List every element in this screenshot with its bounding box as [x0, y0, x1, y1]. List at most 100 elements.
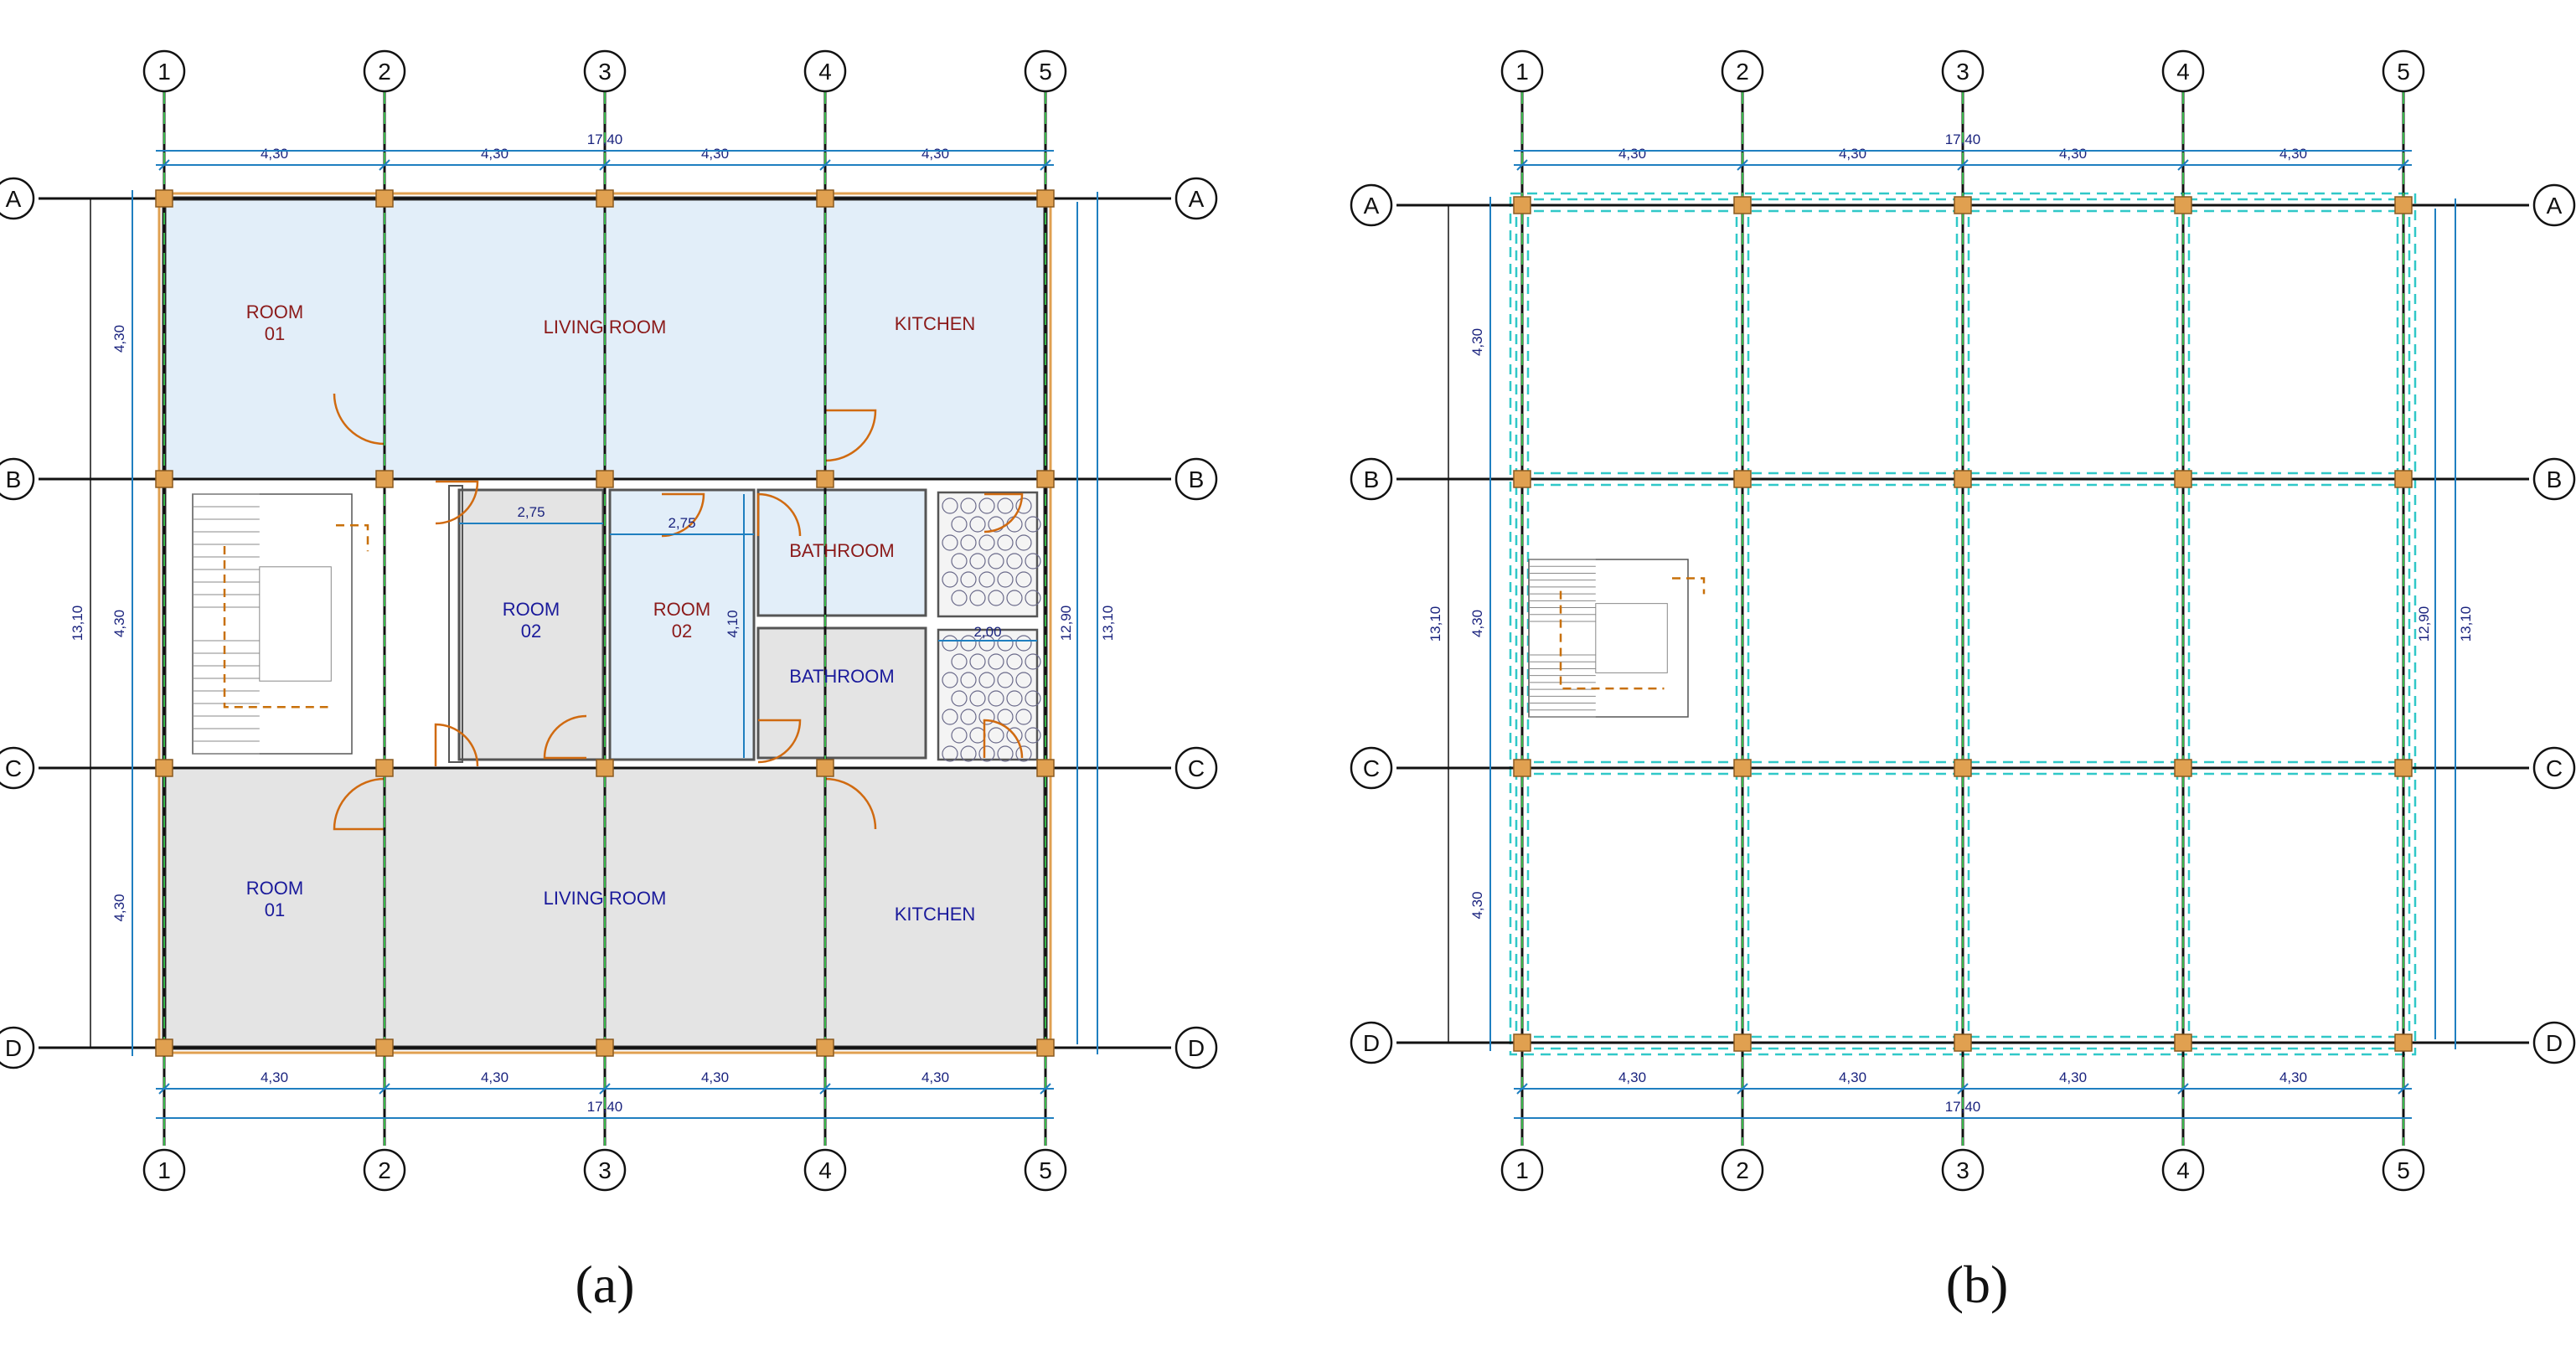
- room-label: ROOM: [246, 301, 303, 322]
- lattice-circle: [960, 709, 977, 725]
- grid-bubble-col-1: [1500, 49, 1544, 93]
- grid-bubble-row-C: [0, 746, 35, 790]
- dimension-tick: [158, 159, 170, 171]
- lattice-circle: [988, 516, 1004, 533]
- structural-column: [1036, 759, 1055, 777]
- structural-column: [2394, 759, 2413, 777]
- lattice-circle: [1015, 534, 1032, 551]
- structural-column: [1954, 470, 1972, 488]
- structural-column: [596, 1038, 614, 1057]
- structural-column: [1954, 1033, 1972, 1052]
- grid-label-col-4: 4: [2176, 1157, 2190, 1183]
- structural-column: [816, 759, 834, 777]
- structural-column: [1954, 759, 1972, 777]
- grid-bubble-col-5: [2382, 49, 2425, 93]
- grid-label-col-4: 4: [818, 1157, 832, 1183]
- lattice-circle: [1006, 653, 1023, 670]
- grid-bubble-col-1: [1500, 1148, 1544, 1192]
- room-area: [457, 488, 605, 761]
- door-swing: [983, 719, 1024, 759]
- lattice-circle: [942, 709, 958, 725]
- dimension-tick: [2398, 1083, 2409, 1095]
- grid-label-col-2: 2: [1736, 59, 1749, 85]
- dimension-span-label: 4,30: [2059, 1069, 2087, 1085]
- grid-bubble-row-A: [0, 177, 35, 220]
- grid-label-row-C: C: [1363, 755, 1380, 781]
- grid-bubble-col-2: [363, 49, 406, 93]
- grid-bubble-col-1: [142, 49, 186, 93]
- dimension-right-total-label: 13,10: [1100, 606, 1116, 642]
- dimension-tick: [1737, 1083, 1748, 1095]
- grid-bubble-col-5: [2382, 1148, 2425, 1192]
- grid-label-row-A: A: [2547, 193, 2563, 219]
- dimension-tick: [1957, 1083, 1969, 1095]
- dimension-tick: [379, 159, 390, 171]
- lattice-circle: [978, 571, 995, 588]
- structural-column: [2174, 1033, 2192, 1052]
- lattice-circle: [997, 635, 1014, 652]
- grid-label-col-2: 2: [1736, 1157, 1749, 1183]
- lattice-circle: [1025, 590, 1041, 606]
- lattice-circle: [978, 745, 995, 762]
- lattice-circle: [951, 553, 968, 569]
- grid-bubble-row-D: [0, 1026, 35, 1069]
- grid-bubble-row-C: [1174, 746, 1218, 790]
- lattice-circle: [942, 534, 958, 551]
- dimension-tick: [158, 1083, 170, 1095]
- dimension-right-inner-label: 12,90: [1058, 606, 1074, 642]
- grid-bubble-row-A: [1174, 177, 1218, 220]
- dimension-span-label: 4,30: [701, 1069, 729, 1085]
- grid-label-row-B: B: [1189, 466, 1205, 492]
- grid-bubble-row-B: [1350, 457, 1393, 501]
- grid-bubble-col-2: [1721, 49, 1764, 93]
- lattice-circle: [942, 672, 958, 688]
- room-area: [163, 766, 386, 1049]
- dimension-tick: [1516, 1083, 1528, 1095]
- structural-column: [375, 189, 394, 208]
- door-swing: [435, 480, 479, 525]
- grid-label-col-2: 2: [378, 1157, 391, 1183]
- dimension-left-total-label: 13,10: [1427, 606, 1443, 642]
- corridor-wall: [448, 485, 463, 763]
- lattice-circle: [978, 709, 995, 725]
- room-label: LIVING ROOM: [544, 317, 667, 338]
- grid-label-col-5: 5: [2397, 59, 2410, 85]
- lattice-circle: [1015, 497, 1032, 514]
- dimension-total-label: 17,40: [587, 1099, 623, 1115]
- lattice-circle: [978, 534, 995, 551]
- structural-column: [375, 1038, 394, 1057]
- dimension-tick: [2398, 159, 2409, 171]
- door-swing: [757, 719, 802, 764]
- grid-label-row-D: D: [1363, 1030, 1380, 1056]
- lattice-circle: [988, 727, 1004, 744]
- lattice-circle: [1025, 727, 1041, 744]
- grid-label-row-C: C: [5, 755, 22, 781]
- room-number: 01: [265, 323, 285, 344]
- lattice-circle: [988, 690, 1004, 707]
- grid-bubble-row-B: [1174, 457, 1218, 501]
- grid-bubble-col-5: [1024, 49, 1067, 93]
- grid-bubble-row-D: [1350, 1021, 1393, 1064]
- grid-label-col-5: 5: [1039, 1157, 1052, 1183]
- dimension-total-label: 17,40: [1945, 131, 1981, 147]
- dimension-span-label: 4,30: [2059, 146, 2087, 162]
- lattice-circle: [988, 590, 1004, 606]
- structural-column: [1513, 759, 1531, 777]
- caption-b: (b): [1946, 1255, 2009, 1314]
- grid-label-col-5: 5: [2397, 1157, 2410, 1183]
- door-swing: [333, 393, 386, 446]
- dimension-right-inner-label: 12,90: [2416, 606, 2432, 642]
- dimension-total-label: 17,40: [1945, 1099, 1981, 1115]
- dimension-tick: [599, 1083, 611, 1095]
- lattice-circle: [960, 497, 977, 514]
- structural-column: [155, 1038, 173, 1057]
- grid-bubble-col-2: [1721, 1148, 1764, 1192]
- dimension-left-span-label: 4,30: [111, 894, 127, 921]
- grid-bubble-row-C: [1350, 746, 1393, 790]
- room-label: BATHROOM: [789, 666, 894, 687]
- dimension-total-label: 17,40: [587, 131, 623, 147]
- structural-column: [1513, 196, 1531, 214]
- grid-label-col-4: 4: [2176, 59, 2190, 85]
